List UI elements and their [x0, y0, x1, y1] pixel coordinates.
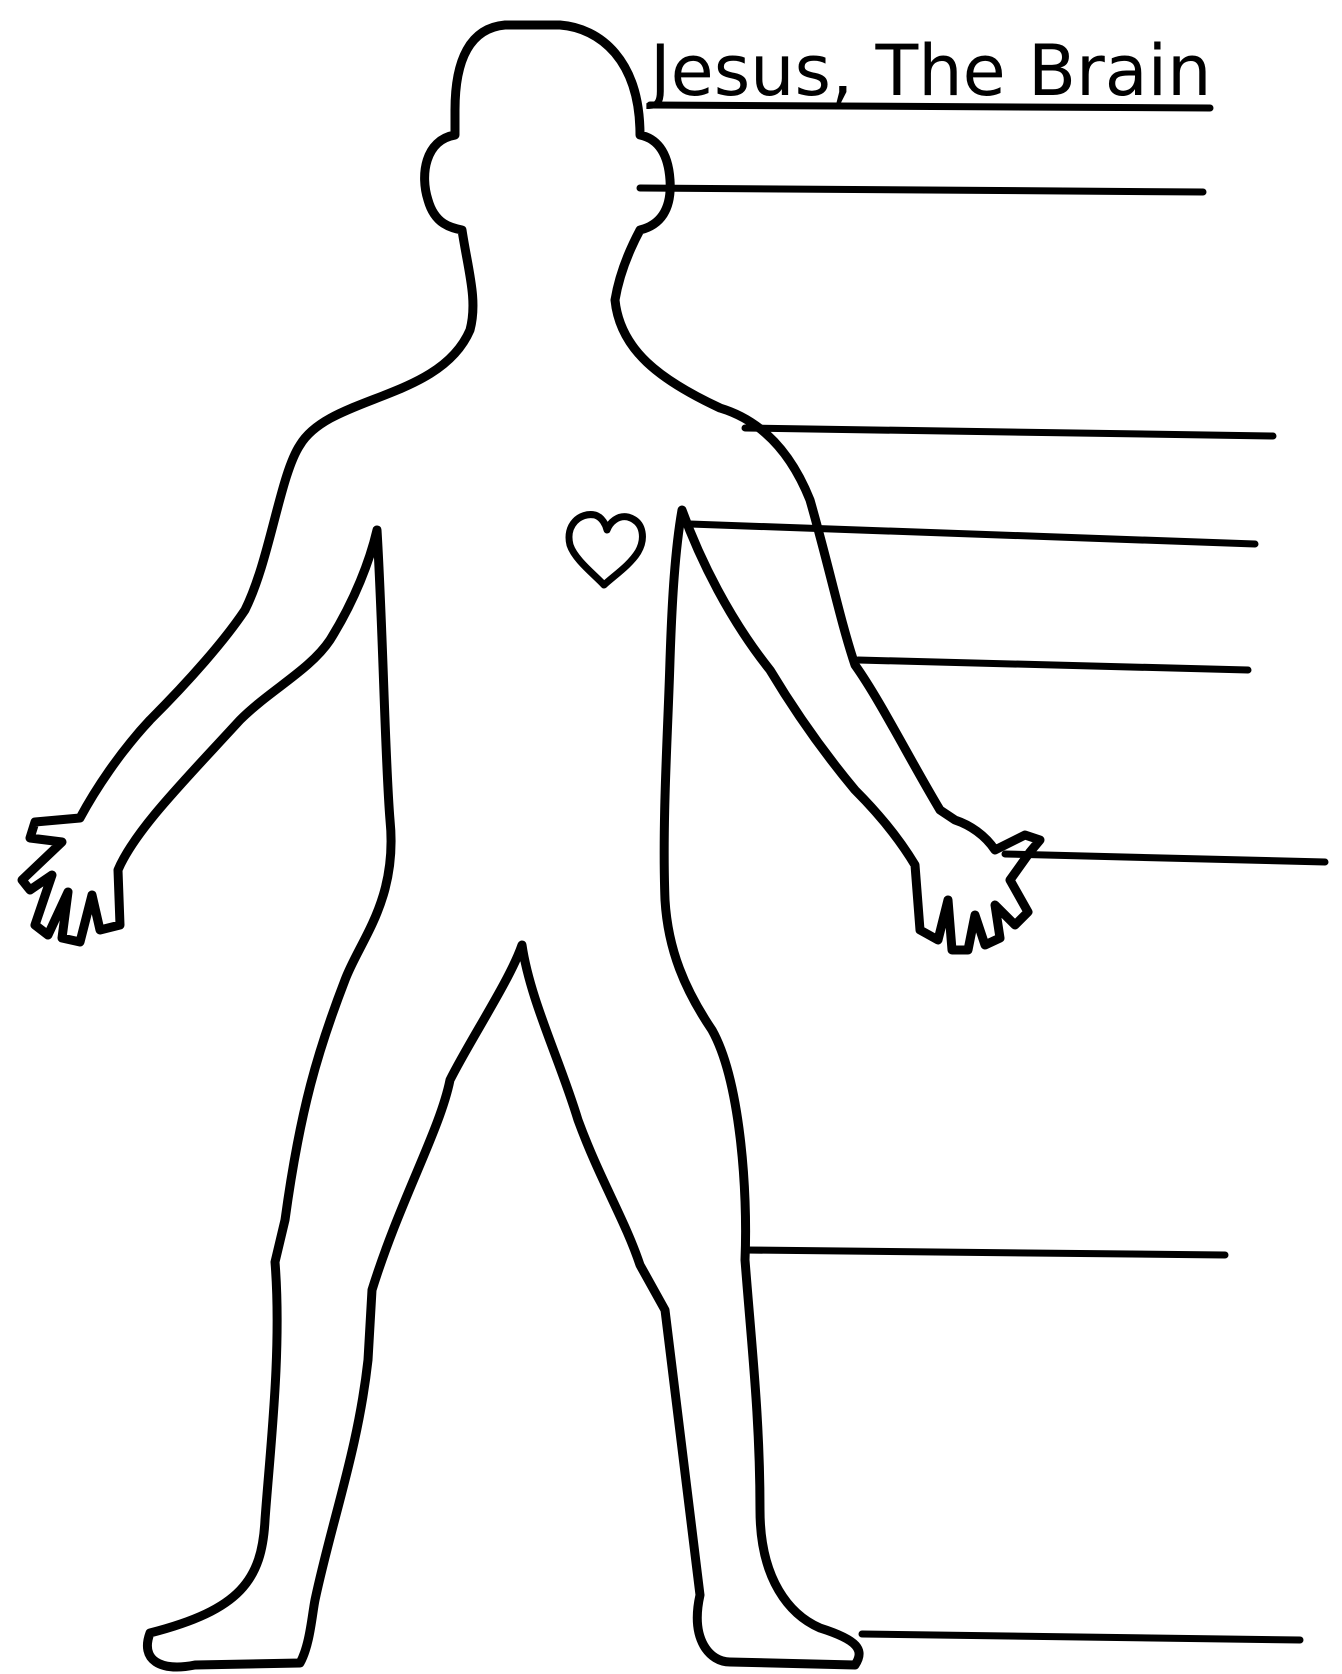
label-line-hand[interactable]: [1005, 854, 1325, 862]
title-underline: [650, 105, 1210, 108]
worksheet-title: Jesus, The Brain: [646, 30, 1211, 112]
label-line-head[interactable]: [640, 188, 1203, 192]
label-line-arm[interactable]: [858, 660, 1248, 670]
label-line-knee[interactable]: [745, 1250, 1225, 1255]
body-outline: [22, 25, 1040, 1667]
label-line-foot[interactable]: [862, 1634, 1300, 1640]
heart-icon: [569, 515, 642, 585]
label-line-shoulder[interactable]: [745, 428, 1273, 436]
label-line-heart[interactable]: [690, 524, 1255, 544]
